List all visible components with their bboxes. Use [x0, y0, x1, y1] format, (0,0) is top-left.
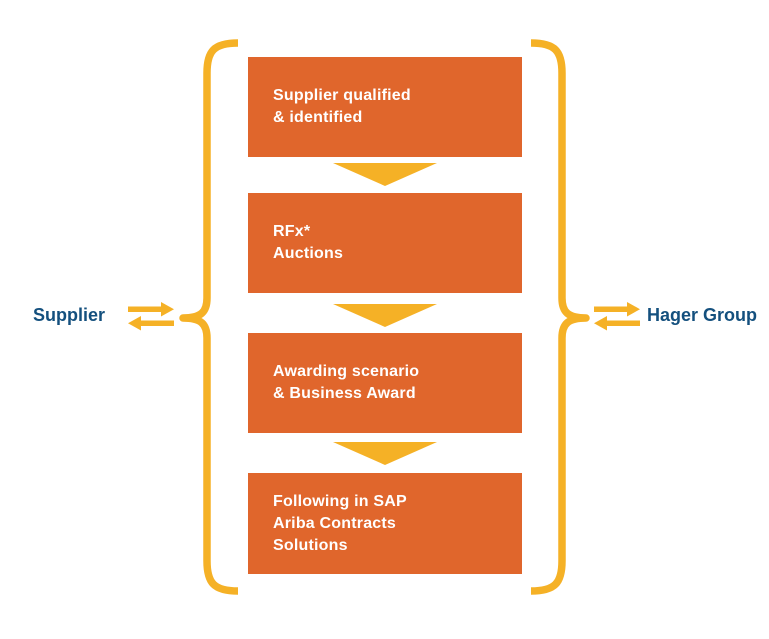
right-arrow-head	[161, 302, 174, 317]
process-step-box: Awarding scenario & Business Award	[248, 333, 522, 433]
down-arrow-icon	[333, 304, 437, 327]
step-text-line: Ariba Contracts	[273, 514, 397, 532]
step-text-line: Following in SAP	[273, 492, 407, 510]
right-arrow-head	[627, 302, 640, 317]
process-step-box: Supplier qualified & identified	[248, 57, 522, 157]
exchange-arrows-icon	[128, 302, 174, 331]
right-arrow-shaft	[128, 306, 162, 312]
right-arrow-shaft	[594, 306, 628, 312]
down-arrow-icon	[333, 163, 437, 186]
left-arrow-head	[594, 316, 607, 331]
left-arrow-head	[128, 316, 141, 331]
step-text-line: RFx*	[273, 223, 311, 240]
step-text-line: Solutions	[273, 536, 348, 554]
left-arrow-shaft	[606, 320, 640, 326]
step-text-line: Auctions	[273, 245, 344, 262]
hager-group-label: Hager Group	[647, 305, 758, 325]
supplier-label: Supplier	[33, 305, 106, 325]
process-step-box: RFx* Auctions	[248, 193, 522, 293]
step-text-line: Awarding scenario	[273, 363, 420, 380]
left-curly-brace-icon	[179, 39, 239, 595]
step-text-line: & identified	[273, 109, 363, 126]
step-text-line: & Business Award	[273, 385, 416, 402]
right-curly-brace-icon	[530, 39, 590, 595]
left-arrow-shaft	[140, 320, 174, 326]
down-arrow-icon	[333, 442, 437, 465]
process-step-box: Following in SAP Ariba Contracts Solutio…	[248, 473, 522, 574]
step-text-line: Supplier qualified	[273, 87, 411, 104]
exchange-arrows-icon	[594, 302, 640, 331]
